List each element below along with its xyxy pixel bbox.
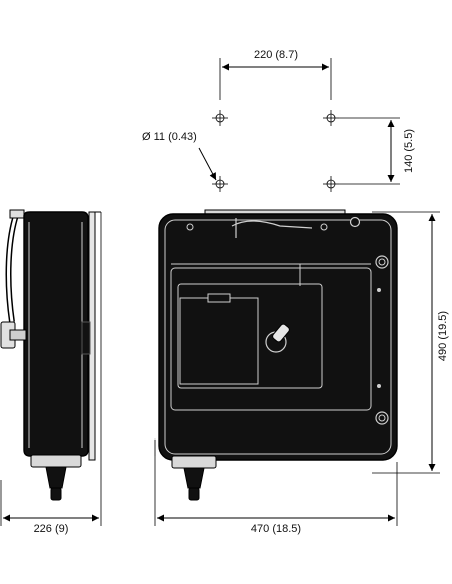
height-dimension: 490 (19.5) — [372, 211, 449, 474]
side-view: 226 (9) — [0, 209, 102, 535]
hole-diameter-callout: Ø 11 (0.43) — [142, 131, 217, 181]
front-view — [154, 209, 398, 501]
hole-pitch-label: 140 (5.5) — [403, 129, 415, 173]
width-label: 470 (18.5) — [251, 523, 301, 535]
mounting-hole-bottom-left — [212, 176, 228, 192]
mounting-hole-bottom-right — [323, 176, 339, 192]
hole-spacing-label: 220 (8.7) — [254, 49, 298, 61]
hole-spacing-dimension: 220 (8.7) — [219, 49, 332, 100]
mounting-hole-pattern: 220 (8.7) 140 (5.5) Ø 11 (0.43) — [142, 49, 415, 192]
mounting-hole-top-right — [323, 110, 339, 126]
width-dimension: 470 (18.5) — [154, 440, 398, 535]
depth-label: 226 (9) — [34, 523, 69, 535]
height-label: 490 (19.5) — [437, 311, 449, 361]
hole-diameter-label: Ø 11 (0.43) — [142, 131, 197, 143]
hole-pitch-dimension: 140 (5.5) — [339, 117, 415, 185]
mounting-hole-top-left — [212, 110, 228, 126]
